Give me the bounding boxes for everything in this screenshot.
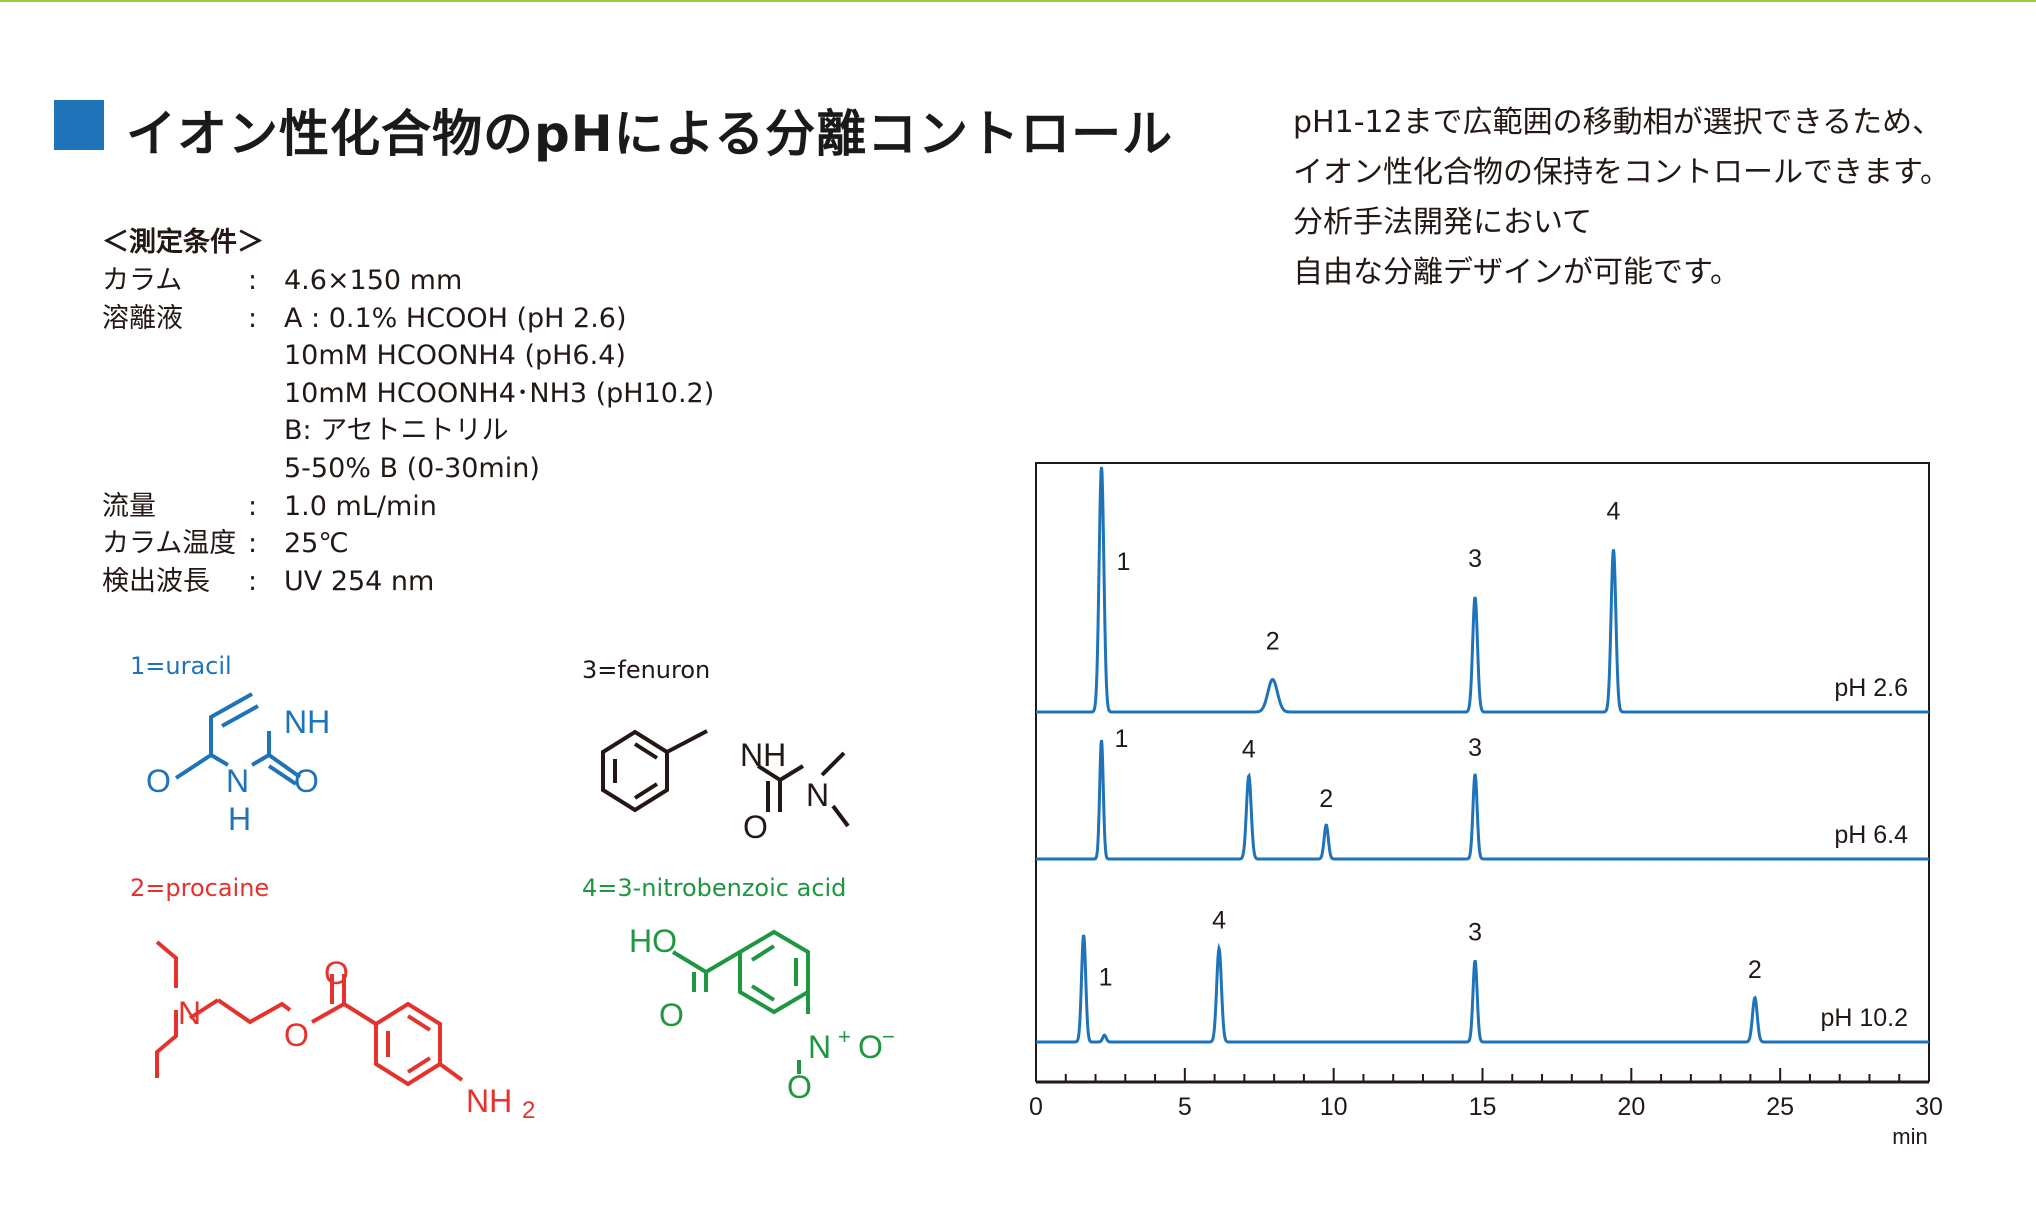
condition-label: カラム xyxy=(102,265,183,296)
chart-frame xyxy=(1035,462,1930,1082)
peak-label: 2 xyxy=(1319,785,1333,813)
series-label: pH 10.2 xyxy=(1820,1004,1908,1032)
condition-value: 5-50% B (0-30min) xyxy=(284,452,540,484)
condition-value: 10mM HCOONH4 (pH6.4) xyxy=(284,340,626,372)
condition-colon: : xyxy=(248,528,258,560)
condition-colon: : xyxy=(248,490,258,522)
intro-line: イオン性化合物の保持をコントロールできます。 xyxy=(1293,155,1950,190)
condition-row-eluent: 溶離液 : A : 0.1% HCOOH (pH 2.6) 10mM HCOON… xyxy=(102,300,714,488)
peak-label: 3 xyxy=(1468,734,1482,762)
series-line xyxy=(1036,739,1929,861)
condition-value: 10mM HCOONH4･NH3 (pH10.2) xyxy=(284,377,715,409)
peak-label: 3 xyxy=(1468,918,1482,946)
peak-label: 2 xyxy=(1748,956,1762,984)
x-tick-label: 30 xyxy=(1915,1093,1943,1121)
page-title: イオン性化合物のpHによる分離コントロール xyxy=(126,105,1174,163)
condition-value: A : 0.1% HCOOH (pH 2.6) xyxy=(284,302,627,334)
series-line xyxy=(1036,466,1929,714)
series-label: pH 6.4 xyxy=(1834,821,1908,849)
peak-label: 4 xyxy=(1212,907,1226,935)
condition-value: UV 254 nm xyxy=(284,565,435,597)
nitrobenzoic-atom-o2: O xyxy=(787,1069,812,1105)
condition-value: 1.0 mL/min xyxy=(284,490,437,522)
compound-label-uracil: 1=uracil xyxy=(130,652,232,680)
condition-values: 25℃ xyxy=(284,525,349,563)
fenuron-atom-o: O xyxy=(743,809,768,845)
condition-values: 4.6×150 mm xyxy=(284,262,462,300)
condition-values: UV 254 nm xyxy=(284,563,434,601)
condition-colon: : xyxy=(248,265,258,296)
peak-label: 3 xyxy=(1468,545,1482,573)
intro-line: pH1-12まで広範囲の移動相が選択できるため、 xyxy=(1293,105,1943,140)
fenuron-atom-n: N xyxy=(806,777,829,813)
peak-label: 2 xyxy=(1266,628,1280,656)
condition-values: A : 0.1% HCOOH (pH 2.6) 10mM HCOONH4 (pH… xyxy=(284,300,714,488)
condition-value: B: アセトニトリル xyxy=(284,415,509,447)
uracil-atom-o2: O xyxy=(294,763,319,799)
fenuron-structure: NH O N xyxy=(601,729,850,845)
x-tick-label: 5 xyxy=(1178,1093,1192,1121)
measurement-conditions: ＜測定条件＞ カラム : 4.6×150 mm 溶離液 : A : 0.1% H… xyxy=(102,224,714,600)
uracil-atom-n: N xyxy=(226,763,249,799)
procaine-atom-n: N xyxy=(178,995,201,1031)
peak-label: 1 xyxy=(1117,548,1131,576)
procaine-atom-o2: O xyxy=(324,955,349,991)
conditions-heading: ＜測定条件＞ xyxy=(102,227,264,258)
condition-label: 流量 xyxy=(102,490,156,522)
condition-label: カラム温度 xyxy=(102,528,237,560)
nitrobenzoic-atom-ho: HO xyxy=(629,923,677,959)
condition-colon: : xyxy=(248,302,258,334)
compound-label-procaine: 2=procaine xyxy=(130,874,270,902)
condition-row-column: カラム : 4.6×150 mm xyxy=(102,262,714,300)
intro-line: 自由な分離デザインが可能です。 xyxy=(1293,255,1740,290)
intro-text: pH1-12まで広範囲の移動相が選択できるため、 イオン性化合物の保持をコントロ… xyxy=(1293,98,1993,298)
uracil-atom-o: O xyxy=(146,763,171,799)
procaine-atom-o: O xyxy=(284,1017,309,1053)
nitrobenzoic-atom-o-minus: O xyxy=(858,1029,883,1065)
nitrobenzoic-atom-o: O xyxy=(659,997,684,1033)
condition-row-wavelength: 検出波長 : UV 254 nm xyxy=(102,563,714,601)
x-tick-label: 20 xyxy=(1617,1093,1645,1121)
x-axis-title: min xyxy=(1892,1124,1927,1149)
uracil-structure: NH O N H O xyxy=(146,692,330,837)
series-label: pH 2.6 xyxy=(1834,674,1908,702)
condition-values: 1.0 mL/min xyxy=(284,488,437,526)
condition-colon: : xyxy=(248,565,258,597)
top-accent-line xyxy=(0,0,2036,2)
nitrobenzoic-charge-plus: + xyxy=(838,1024,851,1049)
condition-value: 25℃ xyxy=(284,528,349,560)
compound-label-nitrobenzoic-acid: 4=3-nitrobenzoic acid xyxy=(582,874,847,902)
condition-label: 溶離液 xyxy=(102,302,183,334)
intro-line: 分析手法開発において xyxy=(1293,205,1593,240)
nitrobenzoic-atom-n: N xyxy=(808,1029,831,1065)
peak-label: 1 xyxy=(1099,964,1113,992)
condition-label: 検出波長 xyxy=(102,565,210,597)
uracil-atom-h: H xyxy=(228,801,251,837)
compound-label-fenuron: 3=fenuron xyxy=(582,656,711,684)
nitrobenzoic-acid-structure: HO O N + O − O xyxy=(629,923,895,1105)
procaine-structure: N O O NH 2 xyxy=(155,940,535,1124)
condition-value: 4.6×150 mm xyxy=(284,265,463,296)
x-tick-label: 25 xyxy=(1766,1093,1794,1121)
condition-row-temperature: カラム温度 : 25℃ xyxy=(102,525,714,563)
procaine-atom-subscript: 2 xyxy=(522,1097,535,1124)
uracil-atom-nh: NH xyxy=(284,704,330,740)
series-line xyxy=(1036,934,1929,1044)
title-square-icon xyxy=(54,100,104,150)
procaine-atom-nh: NH xyxy=(466,1083,512,1119)
peak-label: 4 xyxy=(1242,736,1256,764)
x-tick-label: 0 xyxy=(1029,1093,1043,1121)
condition-row-flow: 流量 : 1.0 mL/min xyxy=(102,488,714,526)
peak-label: 1 xyxy=(1115,725,1129,753)
nitrobenzoic-charge-minus: − xyxy=(882,1024,895,1049)
fenuron-atom-nh: NH xyxy=(740,737,786,773)
x-tick-label: 10 xyxy=(1320,1093,1348,1121)
x-tick-label: 15 xyxy=(1469,1093,1497,1121)
peak-label: 4 xyxy=(1607,498,1621,526)
